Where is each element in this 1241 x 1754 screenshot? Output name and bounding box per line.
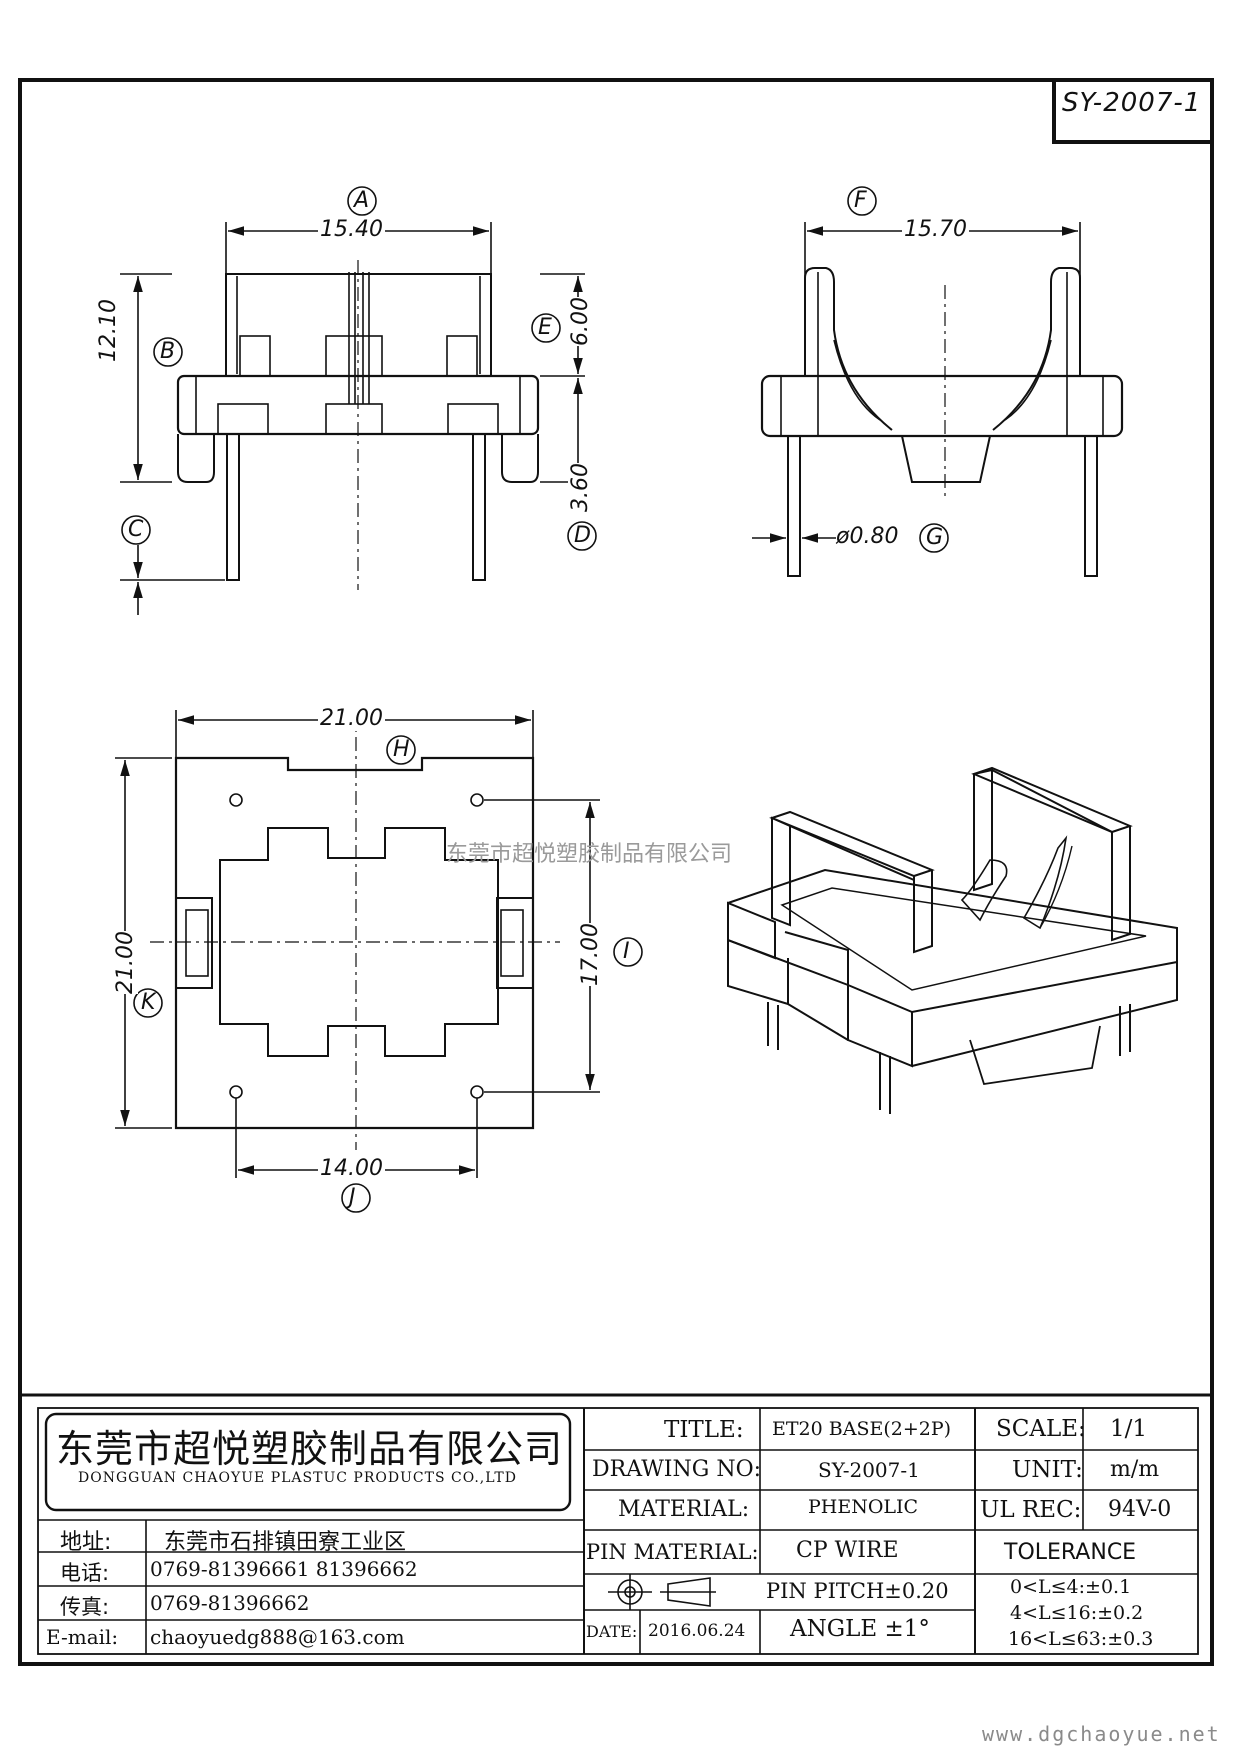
material-value: PHENOLIC (808, 1496, 919, 1518)
company-name-cn: 东莞市超悦塑胶制品有限公司 (56, 1427, 564, 1471)
drawing-frame (18, 78, 1214, 1666)
drawing-no-value: SY-2007-1 (818, 1458, 920, 1482)
company-name-en: DONGGUAN CHAOYUE PLASTUC PRODUCTS CO.,LT… (78, 1470, 517, 1486)
email-label: E-mail: (46, 1625, 119, 1649)
date-value: 2016.06.24 (648, 1621, 746, 1641)
title-block-grid (18, 1393, 1214, 1655)
label-g: G (926, 525, 944, 550)
fax-label: 传真: (60, 1595, 110, 1619)
title-label: TITLE: (664, 1417, 744, 1443)
pin-material-label: PIN MATERIAL: (586, 1540, 759, 1564)
drawing-no-label: DRAWING NO: (592, 1457, 762, 1482)
title-value: ET20 BASE(2+2P) (772, 1418, 952, 1440)
scale-value: 1/1 (1110, 1416, 1148, 1442)
phone-value: 0769-81396661 81396662 (150, 1557, 418, 1581)
front-view (120, 186, 597, 615)
side-width-dim: 15.70 (902, 217, 969, 242)
drawing-number-tag: SY-2007-1 (1062, 88, 1202, 118)
label-e: E (538, 315, 552, 340)
label-k: K (141, 990, 156, 1015)
label-h: H (393, 737, 410, 762)
label-f: F (854, 188, 867, 213)
material-label: MATERIAL: (618, 1497, 750, 1522)
bottom-height-dim: 21.00 (113, 931, 138, 994)
address-value: 东莞市石排镇田寮工业区 (164, 1530, 407, 1555)
drawing-number-box (1052, 82, 1210, 144)
address-label: 地址: (60, 1530, 112, 1555)
watermark-text: 东莞市超悦塑胶制品有限公司 (446, 842, 733, 867)
bottom-inner-dim: 17.00 (578, 923, 603, 986)
front-bottom-dim: 3.60 (568, 463, 593, 512)
scale-label: SCALE: (996, 1416, 1086, 1442)
date-label: DATE: (586, 1622, 638, 1641)
pin-material-value: CP WIRE (796, 1538, 899, 1563)
front-width-dim: 15.40 (318, 217, 385, 242)
footer-website: www.dgchaoyue.net (982, 1722, 1221, 1746)
tolerance-range-1: 0<L≤4:±0.1 (1010, 1576, 1132, 1598)
angle-tolerance: ANGLE ±1° (790, 1616, 930, 1642)
ul-value: 94V-0 (1108, 1497, 1172, 1522)
fax-value: 0769-81396662 (150, 1591, 310, 1615)
unit-value: m/m (1110, 1457, 1160, 1482)
label-a: A (354, 188, 370, 213)
ul-label: UL REC: (980, 1497, 1082, 1523)
side-view (752, 186, 1124, 577)
isometric-view (727, 766, 1178, 1114)
bottom-width-dim: 21.00 (318, 706, 385, 731)
phone-label: 电话: (60, 1561, 110, 1585)
bottom-view (115, 710, 643, 1213)
label-j: J (349, 1185, 356, 1210)
tolerance-range-2: 4<L≤16:±0.2 (1010, 1602, 1144, 1624)
front-top-dim: 6.00 (568, 297, 593, 346)
email-value: chaoyuedg888@163.com (150, 1625, 405, 1649)
label-b: B (160, 339, 176, 364)
front-height-dim: 12.10 (96, 299, 121, 362)
tolerance-range-3: 16<L≤63:±0.3 (1008, 1628, 1154, 1650)
pin-pitch-tolerance: PIN PITCH±0.20 (766, 1579, 949, 1603)
label-d: D (574, 523, 591, 548)
pin-pitch-dim: 14.00 (318, 1156, 385, 1181)
label-c: C (128, 517, 144, 542)
unit-label: UNIT: (1012, 1457, 1083, 1483)
tolerance-label: TOLERANCE (1004, 1540, 1137, 1565)
pin-diameter-dim: ø0.80 (836, 524, 899, 549)
label-i: I (623, 939, 630, 964)
